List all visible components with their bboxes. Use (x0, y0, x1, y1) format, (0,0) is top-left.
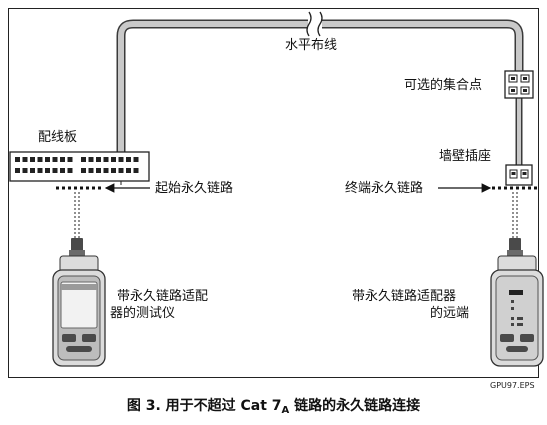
remote-unit (490, 238, 544, 367)
file-id-label: GPU97.EPS (490, 381, 535, 390)
patch-panel-port (81, 157, 86, 162)
patch-panel-port (126, 157, 131, 162)
horizontal-cabling-label: 水平布线 (285, 38, 338, 53)
patch-panel-port (88, 168, 94, 173)
patch-panel-port (37, 157, 43, 162)
patch-panel-port (15, 157, 20, 162)
patch-panel-port (118, 168, 124, 173)
remote-label-line1: 带永久链路适配器 (352, 289, 457, 304)
patch-panel-port (37, 168, 43, 173)
tester-label-line2: 器的测试仪 (110, 306, 176, 321)
patch-panel-port (103, 168, 109, 173)
patch-panel-port (15, 168, 20, 173)
patch-panel (9, 151, 150, 185)
wall-outlet-label: 墙壁插座 (439, 149, 492, 164)
patch-panel-port (126, 168, 131, 173)
patch-panel-port (60, 168, 65, 173)
consolidation-point (504, 70, 534, 99)
patch-panel-port (60, 157, 65, 162)
patch-panel-port (111, 168, 116, 173)
patch-panel-port (111, 157, 116, 162)
figure-caption: 图 3. 用于不超过 Cat 7A 链路的永久链路连接 (0, 397, 547, 420)
patch-panel-port (67, 157, 73, 162)
patch-panel-port (22, 157, 28, 162)
patch-panel-port (22, 168, 28, 173)
patch-panel-port (81, 168, 86, 173)
patch-panel-port (103, 157, 109, 162)
patch-panel-port (67, 168, 73, 173)
patch-panel-port (30, 157, 35, 162)
remote-label-line2: 的远端 (430, 306, 470, 321)
wall-outlet (505, 164, 533, 186)
caption-prefix: 图 3. 用于不超过 Cat 7 (126, 398, 282, 414)
patch-panel-port (30, 168, 35, 173)
right-patch-cord (512, 192, 518, 238)
permanent-link-end-label: 终端永久链路 (345, 181, 424, 196)
patch-panel-port (133, 157, 139, 162)
patch-panel-label: 配线板 (38, 130, 78, 145)
caption-subscript: A (281, 405, 290, 416)
patch-panel-port (96, 168, 101, 173)
patch-panel-port (52, 157, 58, 162)
tester-label-line1: 带永久链路适配 (117, 289, 209, 304)
horizontal-cable (116, 11, 524, 152)
patch-panel-port (45, 168, 50, 173)
consolidation-point-label: 可选的集合点 (404, 78, 483, 93)
permanent-link-start-label: 起始永久链路 (155, 181, 234, 196)
caption-suffix: 链路的永久链路连接 (289, 398, 421, 414)
left-patch-cord (74, 192, 80, 238)
patch-panel-port (133, 168, 139, 173)
patch-panel-port (118, 157, 124, 162)
patch-panel-port (96, 157, 101, 162)
patch-panel-port (52, 168, 58, 173)
main-tester (52, 238, 106, 367)
patch-panel-port (45, 157, 50, 162)
patch-panel-port (88, 157, 94, 162)
